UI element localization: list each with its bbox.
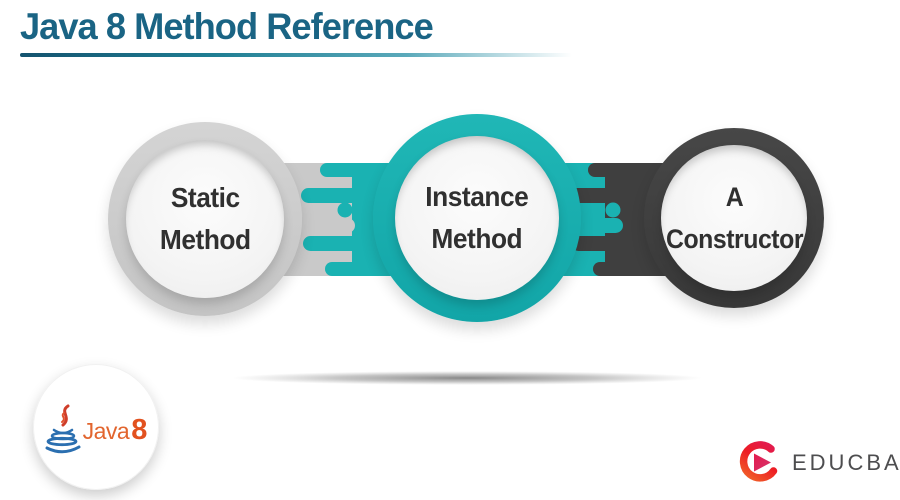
java8-badge: Java 8 bbox=[33, 364, 159, 490]
educba-brand-text: EDUCBA bbox=[792, 450, 900, 475]
floor-shadow bbox=[232, 371, 702, 385]
java-brand-text: Java bbox=[82, 417, 130, 444]
node-a-constructor: A Constructor bbox=[644, 128, 824, 308]
educba-icon bbox=[739, 441, 778, 482]
node-a-constructor-inner: A Constructor bbox=[661, 145, 807, 291]
node-static-line1: Static bbox=[170, 182, 240, 213]
java-version-text: 8 bbox=[131, 413, 148, 446]
node-constructor-line1: A bbox=[725, 182, 743, 212]
java8-badge-content: Java 8 bbox=[45, 403, 148, 457]
node-static-method: Static Method bbox=[108, 122, 302, 316]
node-static-method-label: Static Method bbox=[160, 177, 251, 261]
node-a-constructor-label: A Constructor bbox=[665, 176, 803, 260]
node-static-line2: Method bbox=[159, 224, 251, 255]
node-static-method-inner: Static Method bbox=[126, 140, 284, 298]
node-instance-line1: Instance bbox=[425, 181, 529, 212]
page-title: Java 8 Method Reference bbox=[20, 6, 434, 47]
node-instance-line2: Method bbox=[431, 223, 523, 254]
node-instance-method-inner: Instance Method bbox=[395, 136, 559, 300]
java-logo-icon bbox=[45, 404, 81, 454]
node-instance-method: Instance Method bbox=[373, 114, 581, 322]
title-underline bbox=[20, 53, 572, 57]
node-instance-method-label: Instance Method bbox=[425, 176, 529, 260]
node-constructor-line2: Constructor bbox=[665, 224, 803, 254]
java-wordmark: Java 8 bbox=[83, 414, 148, 447]
educba-logo: EDUCBA bbox=[737, 440, 900, 486]
